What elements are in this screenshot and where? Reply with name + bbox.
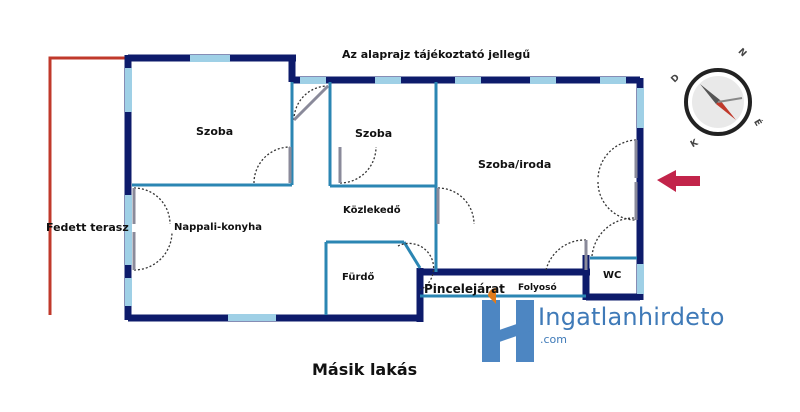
outer-walls [124, 54, 644, 322]
room-label-folyoso: Folyosó [518, 283, 557, 293]
door-swings [133, 85, 637, 291]
plan-title: Az alaprajz tájékoztató jellegű [342, 48, 531, 61]
room-label-pincelejarat: Pincelejárat [424, 282, 505, 296]
watermark-name: Ingatlanhirdeto [538, 303, 725, 331]
terrace-outline [48, 56, 128, 315]
neighbor-label: Másik lakás [312, 360, 418, 379]
partitions [132, 82, 637, 315]
terrace-label: Fedett terasz [46, 221, 129, 234]
room-label-szoba-2: Szoba [355, 127, 393, 140]
room-label-szoba-1: Szoba [196, 125, 234, 138]
room-label-wc: WC [603, 270, 622, 281]
watermark-domain: .com [540, 333, 567, 346]
room-label-furdo: Fürdő [342, 272, 375, 283]
door-leaves [132, 84, 638, 270]
room-label-nappali-konyha: Nappali-konyha [174, 222, 262, 233]
direction-arrow [657, 170, 700, 192]
room-label-kozlekedo: Közlekedő [343, 205, 401, 216]
watermark-logo [482, 288, 534, 362]
compass [684, 68, 752, 136]
room-label-szoba-iroda: Szoba/iroda [478, 158, 552, 171]
windows [125, 55, 644, 321]
